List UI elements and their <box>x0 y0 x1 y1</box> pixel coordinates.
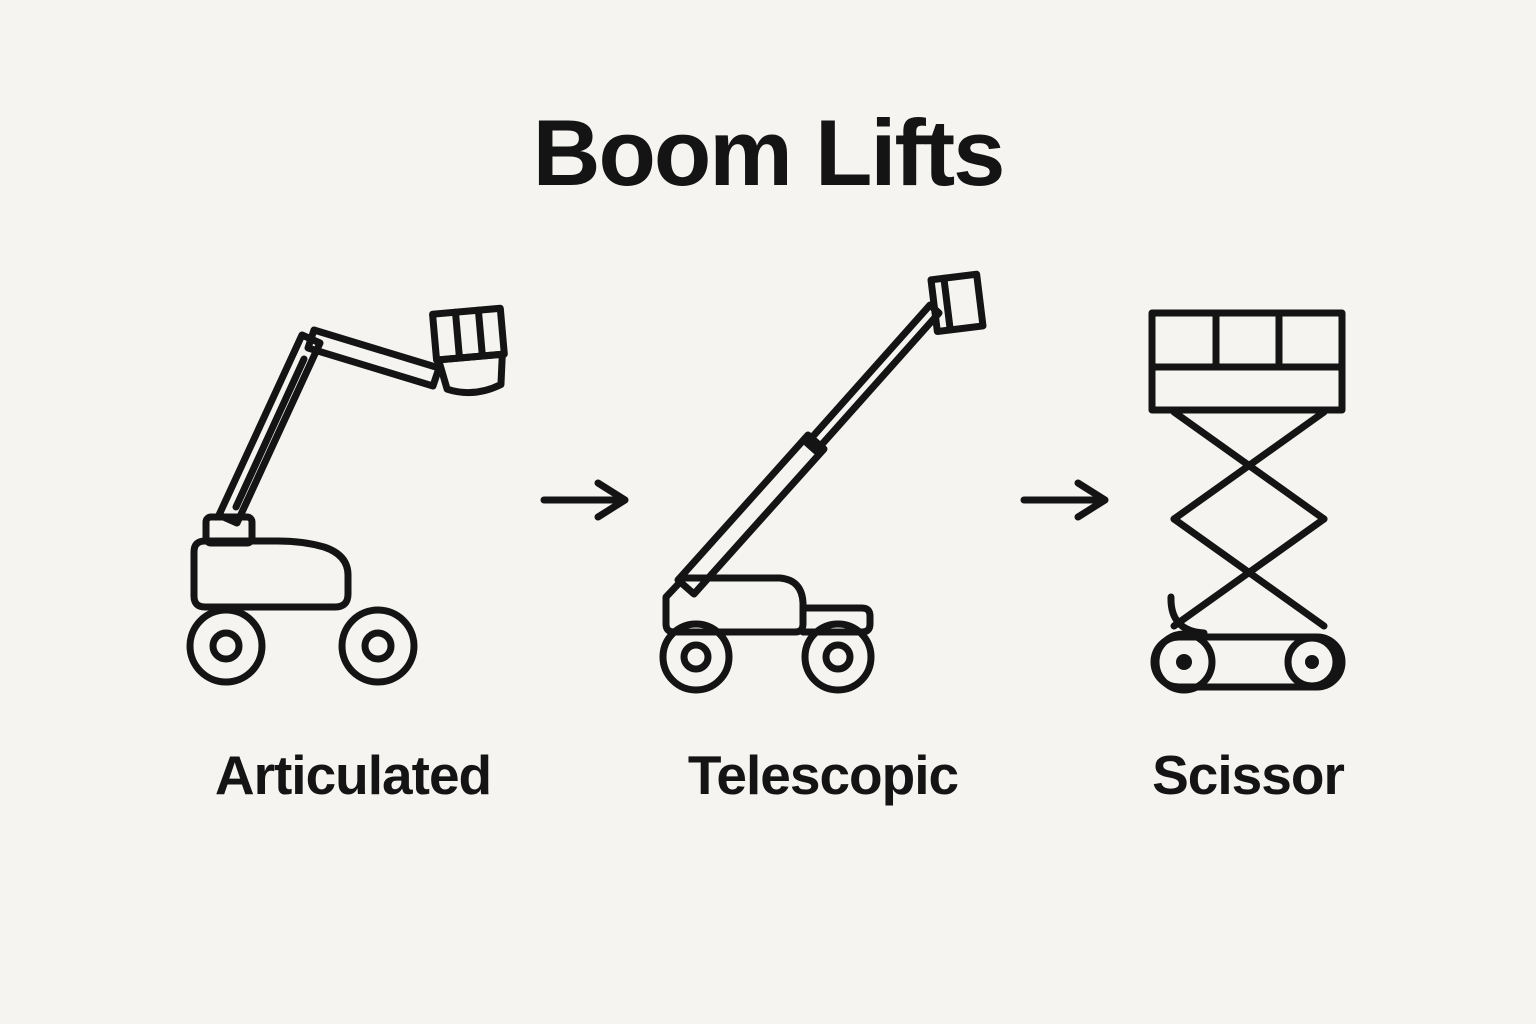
page-title: Boom Lifts <box>532 100 1006 205</box>
lift-type-label-scissor: Scissor <box>1152 743 1345 806</box>
scissor-lift-icon <box>1148 309 1345 694</box>
telescopic-lift-figure <box>656 267 991 695</box>
arrow-right-icon <box>521 478 656 522</box>
articulated-boom-lift-icon <box>186 304 508 686</box>
arrow-right-icon <box>991 478 1146 522</box>
lift-type-label-articulated: Articulated <box>214 743 492 806</box>
lift-type-label-telescopic: Telescopic <box>687 743 959 806</box>
telescopic-boom-lift-icon <box>659 270 986 694</box>
diagram-grid: Articulated Telescopic Scissor <box>0 265 1536 807</box>
scissor-lift-figure <box>1146 307 1351 695</box>
articulated-lift-figure <box>186 297 521 695</box>
